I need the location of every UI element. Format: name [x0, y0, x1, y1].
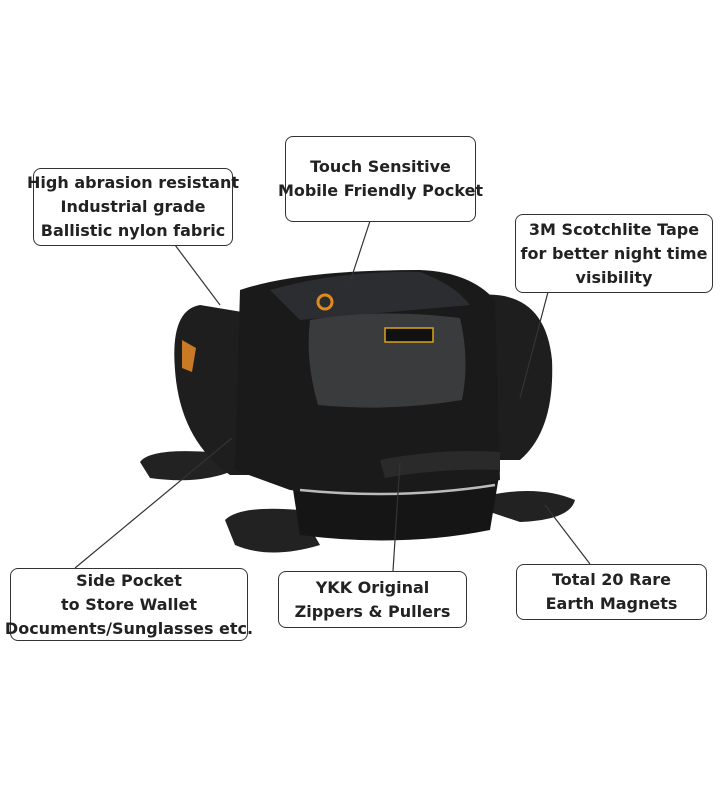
callout-scotchlite: 3M Scotchlite Tape for better night time… — [515, 214, 713, 293]
callout-line: Mobile Friendly Pocket — [277, 181, 484, 200]
callout-line: for better night time — [520, 243, 708, 263]
leader-line-side — [74, 437, 233, 569]
leader-line-tape — [519, 291, 549, 399]
callout-line: High abrasion resistant — [27, 173, 239, 192]
callout-line: Documents/Sunglasses etc. — [4, 618, 254, 638]
callout-touch-pocket: Touch Sensitive Mobile Friendly Pocket — [278, 136, 483, 222]
leader-line-zippers — [392, 461, 401, 572]
magnet-flap-right — [490, 491, 575, 522]
leader-line-magnets — [544, 504, 591, 565]
magnet-flap-left-front — [225, 508, 320, 553]
callout-line: visibility — [575, 267, 653, 287]
callout-line: Side Pocket — [76, 570, 182, 590]
callout-line: Touch Sensitive — [310, 157, 451, 176]
callout-line: 3M Scotchlite Tape — [528, 219, 700, 239]
callout-line: to Store Wallet — [60, 594, 198, 614]
callout-line: YKK Original — [315, 577, 430, 597]
brand-logo-badge — [384, 327, 434, 343]
leader-line-fabric — [174, 244, 221, 306]
callout-zippers: YKK Original Zippers & Pullers — [278, 571, 467, 628]
callout-fabric: High abrasion resistant Industrial grade… — [27, 168, 239, 246]
callout-line: Ballistic nylon fabric — [40, 221, 226, 240]
logo-patch-left — [182, 340, 196, 372]
leader-line-pocket — [349, 220, 371, 283]
callout-side-pocket: Side Pocket to Store Wallet Documents/Su… — [5, 568, 253, 641]
orange-grommet — [316, 293, 334, 311]
grab-handle — [380, 451, 500, 478]
callout-magnets: Total 20 Rare Earth Magnets — [516, 564, 707, 620]
callout-line: Zippers & Pullers — [294, 601, 451, 621]
callout-line: Total 20 Rare — [552, 570, 671, 589]
callout-line: Earth Magnets — [545, 594, 678, 613]
callout-line: Industrial grade — [60, 197, 206, 216]
reflective-tape — [299, 483, 496, 496]
